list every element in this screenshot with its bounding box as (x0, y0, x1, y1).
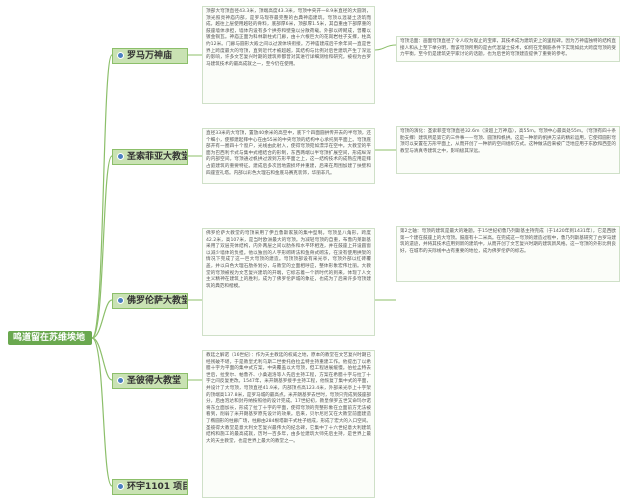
note-florence-construction: 第2之轴：穹顶的建筑是最大的难题。于15世纪初鲁乃列斯基主持完成（于1420年到… (396, 226, 620, 282)
note-florence-structure: 佛罗伦萨大教堂的穹顶采用了伊丘鲁斯家族的集中型制。穹顶呈八角形，跨度42.2米，… (202, 228, 375, 336)
topic-node-hagia-sophia[interactable]: 圣索菲亚大教堂 (112, 149, 188, 165)
note-hagia-sophia-structure: 直径33米的大穹顶，置放40余米的高空中，底下个四面圆拱传开去的半穹顶，还个细小… (202, 128, 375, 184)
note-hagia-sophia-evolution: 穹顶的演化：圣索菲亚穹顶直径32.6m（没超上万神庙），高55m。穹顶中心最高处… (396, 126, 620, 174)
circle-icon (117, 297, 124, 304)
note-st-peters-history: 教廷之解诺（16世纪）：作为天主教廷的权威之地，原本的教堂在文艺复兴时期已经残破… (202, 350, 375, 498)
circle-icon (117, 483, 124, 490)
topic-node-st-peters[interactable]: 圣彼得大教堂 (112, 373, 188, 389)
topic-node-project[interactable]: 环宇1101 项目 (112, 479, 188, 495)
note-pantheon-section: 穹顶沿面：画面穹顶直径了令人叹为观止的宝库，其技术成为建筑史上的里程碑。因为万神… (396, 36, 620, 62)
topic-label: 罗马万神庙 (127, 51, 173, 61)
root-node[interactable]: 鸣道留在苏维埃地 (8, 331, 92, 345)
topic-label: 圣索菲亚大教堂 (127, 152, 188, 162)
topic-label: 圣彼得大教堂 (127, 376, 182, 386)
link-topic-1-note-2 (374, 44, 397, 51)
note-pantheon-structure: 顶部大穹顶直径43.3米，顶端高度43.3米，穹顶中央开一8.9米直径的大圆洞，… (202, 6, 375, 104)
link-root-to-topic-5 (91, 337, 113, 487)
circle-icon (117, 153, 124, 160)
root-label: 鸣道留在苏维埃地 (13, 333, 86, 343)
link-root-to-topic-4 (91, 337, 113, 381)
link-root-to-topic-1 (91, 54, 113, 339)
link-root-to-topic-3 (91, 299, 113, 339)
topic-label: 佛罗伦萨大教堂 (127, 296, 188, 306)
topic-label: 环宇1101 项目 (127, 482, 188, 492)
topic-node-florence-cathedral[interactable]: 佛罗伦萨大教堂 (112, 293, 188, 309)
circle-icon (117, 377, 124, 384)
circle-icon (117, 52, 124, 59)
topic-node-pantheon[interactable]: 罗马万神庙 (112, 48, 188, 64)
link-root-to-topic-2 (91, 155, 113, 339)
